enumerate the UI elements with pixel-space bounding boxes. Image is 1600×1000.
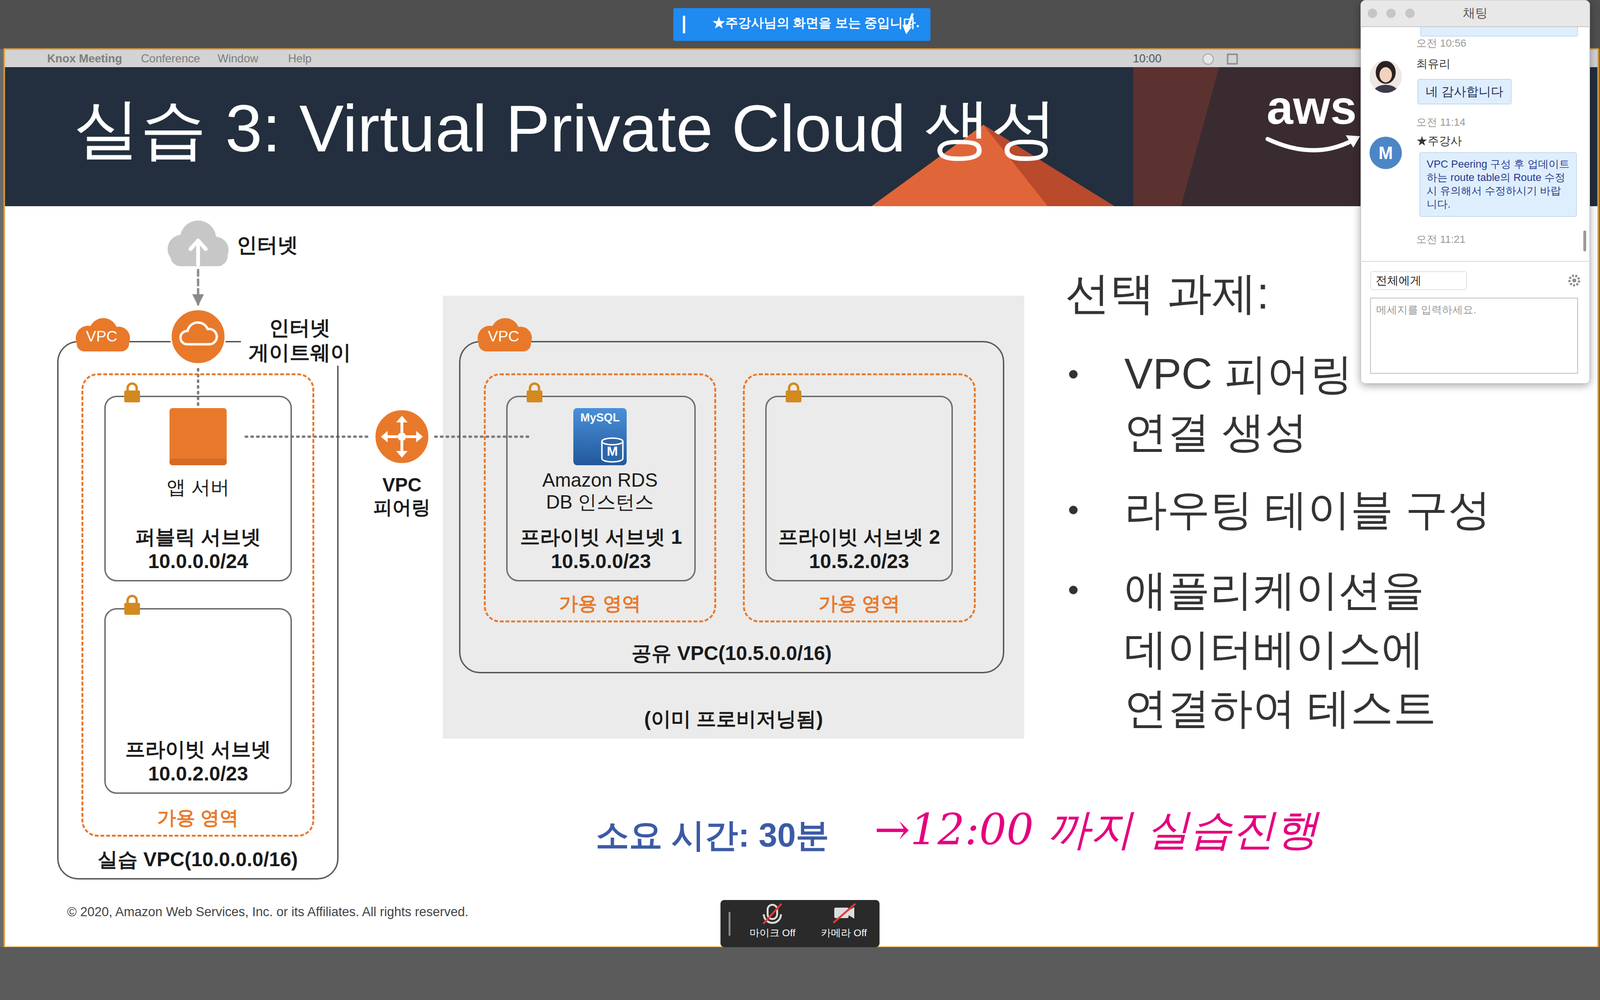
cloud-icon: [160, 216, 237, 270]
toolbar-label: 카메라 Off: [814, 926, 874, 939]
gateway-icon: [169, 308, 227, 366]
recipient-select: 전체에게: [1370, 271, 1467, 290]
node-label: 인터넷 게이트웨이: [240, 314, 359, 366]
node-label: 가용 영역: [83, 806, 313, 830]
vpc-peering: VPC 피어링: [368, 408, 436, 523]
task-heading: 선택 과제:: [1065, 266, 1270, 321]
chat-window: 채팅오전 10:56 최유리네 감사합니다오전 11:14M ★주강사 VPC Pee…: [1360, 0, 1590, 384]
task-bullet: VPC 피어링 연결 생성: [1124, 344, 1372, 462]
cloud-icon: [160, 216, 237, 270]
node-label: M: [600, 443, 624, 460]
chat-time: 오전 11:21: [1416, 233, 1466, 246]
internet-cloud: 인터넷: [160, 216, 318, 270]
server-icon: [169, 408, 227, 466]
lock-icon: [523, 380, 546, 404]
chat-title: 채팅: [1360, 5, 1590, 21]
menu-item: Knox Meeting: [47, 51, 122, 66]
duration-note: 소요 시간: 30분: [595, 815, 830, 856]
connector: [435, 435, 529, 439]
message-placeholder: 메세지를 입력하세요.: [1376, 303, 1477, 317]
task-bullet: 라우팅 테이블 구성: [1124, 480, 1600, 539]
availability-zone: 가용 영역 퍼블릭 서브넷 10.0.0.0/24 앱 서버프라이빗 서브넷 10.…: [81, 373, 315, 837]
provisioned-area: (이미 프로비저닝됨) VPC 공유 VPC(10.5.0.0/16) 가용 영역 프라…: [442, 295, 1025, 739]
badge-label: VPC: [470, 327, 537, 346]
node-label: 프라이빗 서브넷 10.0.2.0/23: [109, 737, 287, 786]
vpc-box: VPC실습 VPC(10.0.0.0/16)가용 영역퍼블릭 서브넷 10.0.…: [57, 340, 339, 880]
server-icon: [169, 408, 227, 466]
private-subnet: 프라이빗 서브넷 1 10.5.0.0/23 MySQL M Amazon RDS D…: [506, 395, 696, 582]
vpc-box: VPC공유 VPC(10.5.0.0/16)가용 영역프라이빗 서브넷 1 10…: [459, 340, 1005, 674]
private-subnet: 프라이빗 서브넷 2 10.5.2.0/23: [765, 395, 953, 582]
app-server: 앱 서버: [150, 408, 246, 509]
lock-icon: [782, 380, 805, 404]
node-label: (이미 프로비저닝됨): [442, 707, 1025, 731]
menu-item: Window: [217, 51, 259, 66]
chat-sender: ★주강사: [1416, 134, 1462, 149]
node-label: 앱 서버: [150, 475, 246, 499]
copyright: © 2020, Amazon Web Services, Inc. or its…: [67, 904, 469, 920]
public-subnet: 퍼블릭 서브넷 10.0.0.0/24 앱 서버: [104, 395, 292, 582]
node-label: MySQL: [573, 410, 627, 425]
toolbar-label: 마이크 Off: [742, 926, 802, 939]
menu-item: Help: [288, 51, 312, 66]
node-label: 가용 영역: [485, 591, 715, 615]
chat-bubble: 네 감사합니다: [1417, 79, 1512, 105]
private-subnet: 프라이빗 서브넷 10.0.2.0/23: [104, 608, 292, 794]
menu-item: Conference: [140, 51, 200, 66]
handwritten-note: →12:00 까지 실습진행: [874, 803, 1319, 856]
lock-icon: [120, 593, 144, 616]
node-label: 인터넷: [236, 232, 313, 258]
connector: [245, 435, 369, 439]
node-label: 퍼블릭 서브넷 10.0.0.0/24: [109, 525, 287, 574]
connector: [197, 270, 200, 305]
peering-icon: [373, 408, 431, 466]
chat-time: 오전 11:14: [1416, 116, 1466, 129]
lock-icon: [782, 380, 805, 404]
lock-icon: [120, 380, 144, 404]
availability-zone: 가용 영역 프라이빗 서브넷 2 10.5.2.0/23: [742, 373, 976, 623]
rds-instance: MySQLMAmazon RDS DB 인스턴스: [528, 408, 672, 509]
node-label: VPC 피어링: [368, 473, 436, 519]
task-bullet: 애플리케이션을 데이터베이스에 연결하여 테스트: [1124, 560, 1487, 739]
chat-sender: 최유리: [1416, 57, 1451, 71]
clock: 10:00: [1132, 51, 1162, 66]
lock-icon: [120, 593, 144, 616]
node-label: 프라이빗 서브넷 1 10.5.0.0/23: [511, 525, 691, 574]
badge-label: VPC: [69, 327, 135, 346]
chat-bubble: VPC Peering 구성 후 업데이트하는 route table의 Rou…: [1419, 152, 1577, 217]
node-label: 실습 VPC(10.0.0.0/16): [58, 847, 338, 872]
node-label: Amazon RDS DB 인스턴스: [535, 469, 665, 513]
gateway-icon: [169, 308, 227, 366]
lock-icon: [523, 380, 546, 404]
chat-time: 오전 10:56: [1416, 37, 1467, 50]
internet-gateway: 인터넷 게이트웨이: [169, 304, 360, 370]
peering-icon: [373, 408, 431, 466]
screen-share-banner: ★주강사님의 화면을 보는 중입니다.: [711, 15, 921, 31]
node-label: 공유 VPC(10.5.0.0/16): [460, 641, 1003, 666]
aws-logo: aws: [1266, 83, 1357, 131]
slide-title: 실습 3: Virtual Private Cloud 생성: [73, 88, 1058, 169]
avatar-initial: M: [1369, 142, 1402, 164]
node-label: 프라이빗 서브넷 2 10.5.2.0/23: [770, 525, 948, 574]
lock-icon: [120, 380, 144, 404]
node-label: 가용 영역: [744, 591, 974, 615]
availability-zone: 가용 영역 프라이빗 서브넷 1 10.5.0.0/23 MySQL M Amazon …: [483, 373, 717, 623]
